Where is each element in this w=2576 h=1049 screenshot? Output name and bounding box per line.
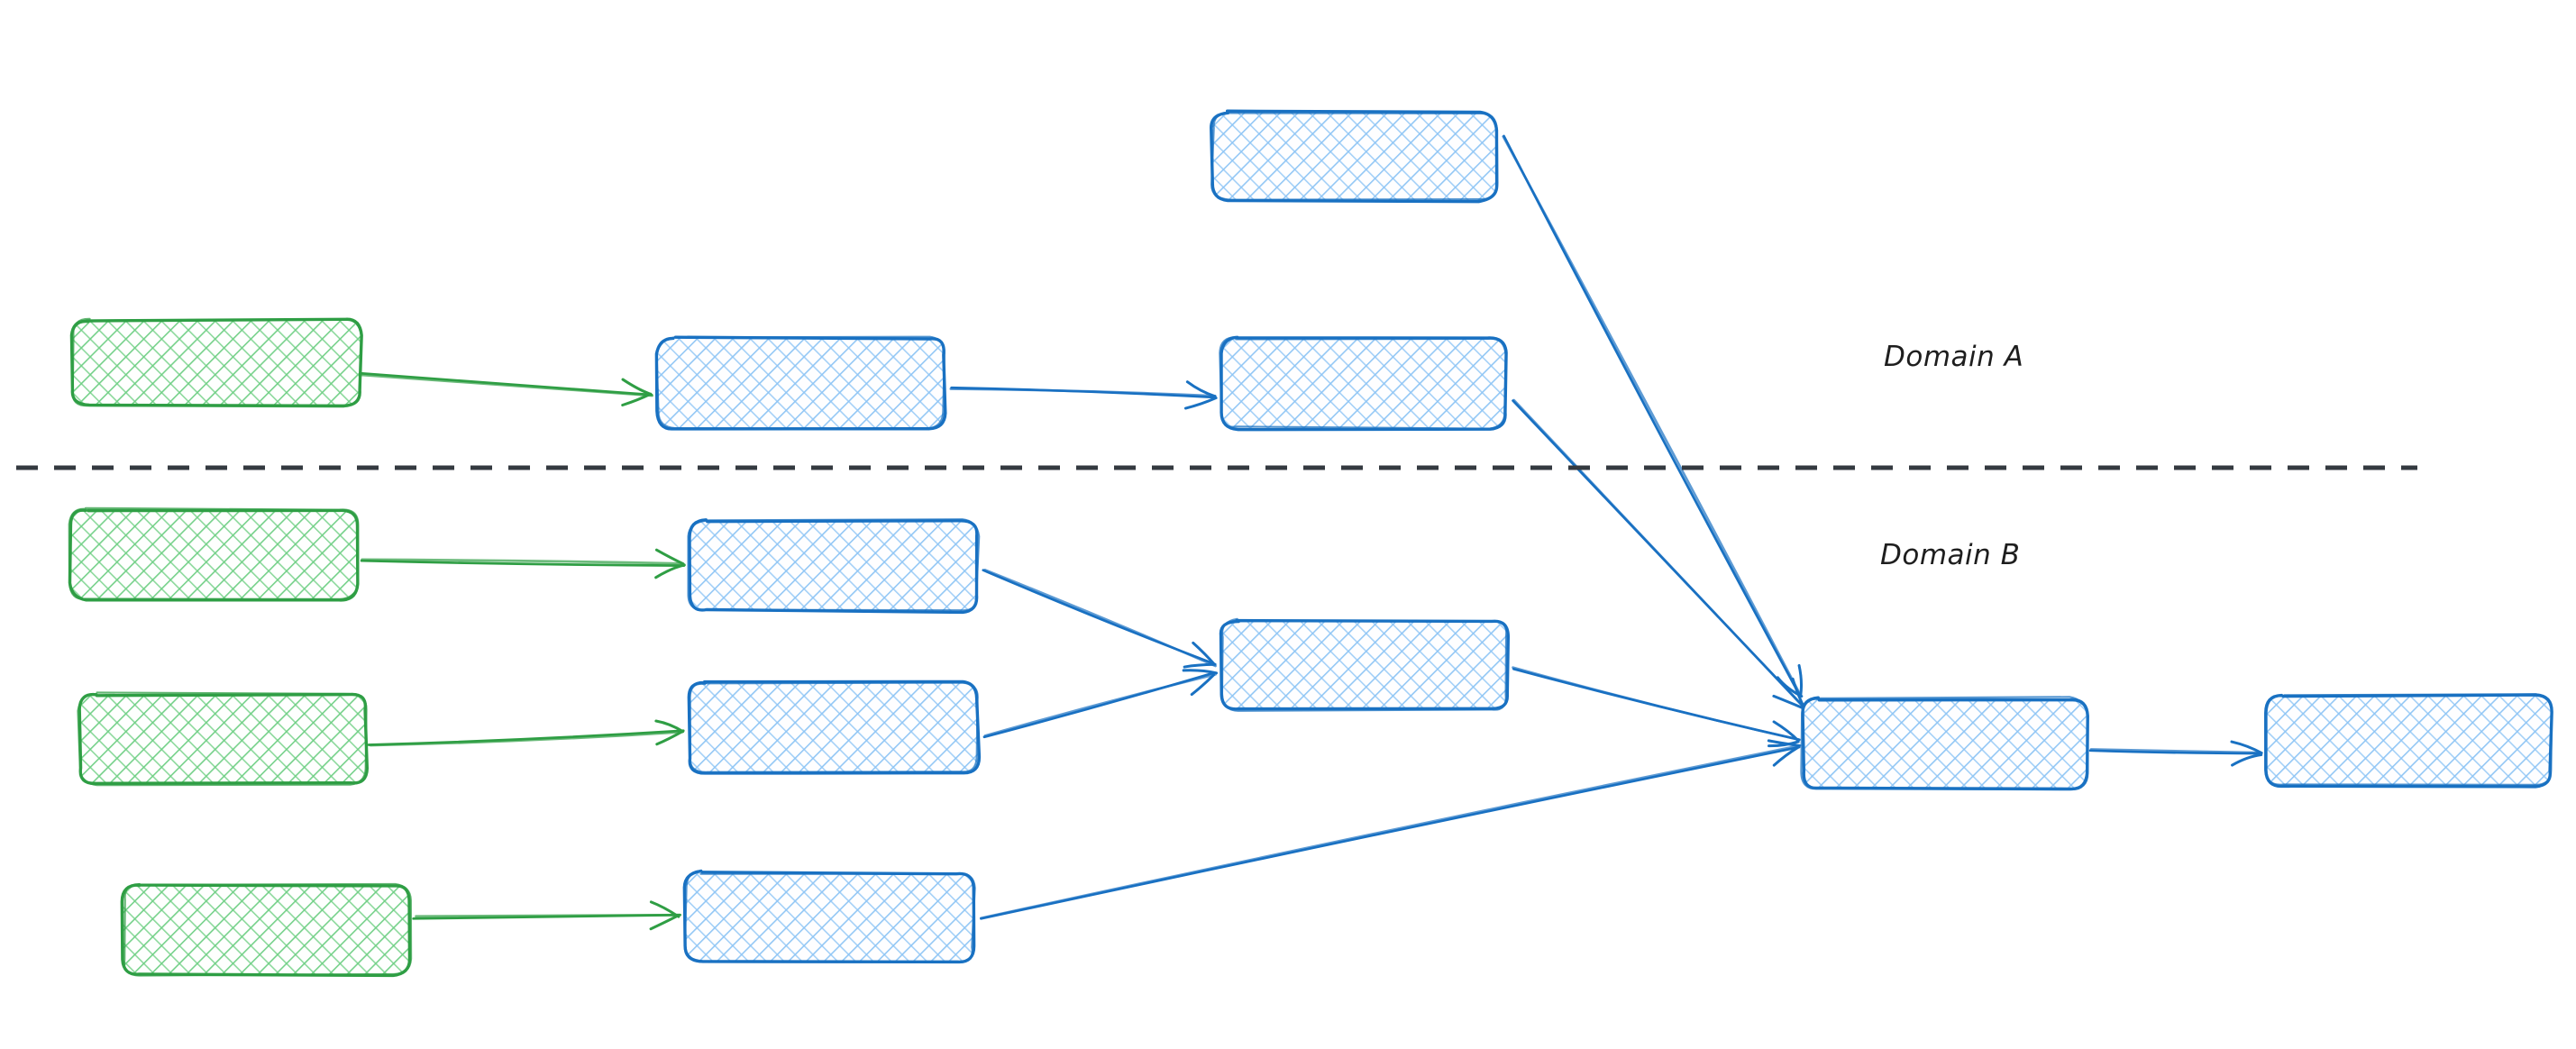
edge-line <box>2089 748 2261 754</box>
edge-line <box>980 745 1801 920</box>
node-a-proc-2[interactable] <box>1219 335 1508 432</box>
nodes-layer <box>68 109 2553 978</box>
node-outline <box>1220 617 1508 712</box>
node-outline <box>77 691 368 787</box>
node-outline <box>689 681 979 773</box>
node-hatch-fill <box>79 694 366 784</box>
node-b-sink[interactable] <box>2264 693 2553 789</box>
edge-e10[interactable] <box>1512 666 1801 748</box>
node-outline <box>120 883 412 978</box>
node-b-source-1[interactable] <box>68 506 360 602</box>
node-a-proc-1[interactable] <box>654 335 947 431</box>
node-hatch-fill <box>1803 698 2087 789</box>
node-outline <box>2265 693 2553 787</box>
node-outline <box>687 518 981 612</box>
node-hatch-fill <box>70 509 357 599</box>
edge-line <box>1502 135 1803 698</box>
domain-a-label: Domain A <box>1884 341 2024 373</box>
node-b-proc-1[interactable] <box>687 518 981 615</box>
node-hatch-fill <box>658 338 945 428</box>
node-hatch-fill <box>690 521 978 611</box>
node-outline <box>123 882 413 977</box>
edge-line <box>361 558 684 565</box>
edge-e9[interactable] <box>982 669 1219 739</box>
edge-line <box>360 559 686 567</box>
edge-line <box>949 388 1217 397</box>
edge-line <box>983 672 1217 737</box>
edge-line <box>415 913 681 918</box>
node-hatch-fill <box>2267 696 2551 786</box>
node-hatch-fill <box>1221 620 1507 710</box>
node-outline <box>655 335 945 430</box>
node-hatch-fill <box>1221 338 1505 428</box>
edge-e4[interactable] <box>1512 398 1805 709</box>
node-a-source-1[interactable] <box>69 317 363 408</box>
edge-line <box>979 743 1802 920</box>
edge-e11[interactable] <box>979 739 1802 920</box>
node-outline <box>71 317 363 408</box>
edge-e5[interactable] <box>360 548 686 579</box>
edge-line <box>358 373 653 397</box>
node-b-proc-3[interactable] <box>682 869 976 964</box>
node-b-source-2[interactable] <box>77 691 370 787</box>
edge-e8[interactable] <box>982 569 1217 669</box>
node-outline <box>1219 336 1507 430</box>
edge-line <box>1512 666 1800 741</box>
edge-e1[interactable] <box>358 371 653 406</box>
edge-e2[interactable] <box>949 380 1218 410</box>
node-hatch-fill <box>690 683 978 773</box>
edge-line <box>367 729 685 746</box>
node-outline <box>68 506 360 600</box>
edge-line <box>1512 398 1804 707</box>
node-b-merge[interactable] <box>1219 617 1511 712</box>
node-hatch-fill <box>72 320 361 406</box>
node-b-source-3[interactable] <box>120 882 413 978</box>
node-b-proc-2[interactable] <box>687 680 982 775</box>
edge-e6[interactable] <box>367 719 685 747</box>
edge-line <box>983 569 1217 668</box>
domain-b-label: Domain B <box>1880 539 2021 571</box>
node-hatch-fill <box>685 872 973 962</box>
edge-e7[interactable] <box>412 900 681 931</box>
node-outline <box>1210 111 1499 201</box>
edges-layer <box>358 134 2263 931</box>
node-outline <box>687 680 982 775</box>
node-hatch-fill <box>123 885 410 975</box>
node-b-hub[interactable] <box>1800 696 2089 791</box>
node-outline <box>683 870 976 963</box>
node-a-proc-top[interactable] <box>1210 109 1499 204</box>
node-hatch-fill <box>1212 113 1496 200</box>
edge-e3[interactable] <box>1502 134 1804 698</box>
edge-e12[interactable] <box>2088 740 2263 767</box>
edge-line <box>369 730 684 747</box>
node-outline <box>1800 696 2089 791</box>
